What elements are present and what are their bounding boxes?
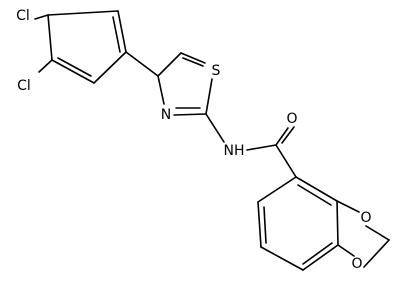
bond <box>297 184 332 206</box>
chlorine-middle-label: Cl <box>17 78 31 94</box>
bond <box>302 242 333 265</box>
bond <box>275 144 297 178</box>
sulfur-label: S <box>212 63 221 79</box>
dioxole-oxygen-top-label: O <box>360 210 371 226</box>
bond <box>275 127 289 146</box>
bond <box>363 239 390 268</box>
bond <box>117 10 127 53</box>
bond <box>263 206 267 244</box>
bond <box>281 126 295 144</box>
bond <box>157 75 165 105</box>
bond <box>336 200 360 213</box>
bond <box>47 14 53 61</box>
thiazole-ring-bonds <box>157 52 225 143</box>
bond <box>182 57 204 67</box>
bond <box>180 52 206 64</box>
bond <box>51 59 95 84</box>
bond <box>38 59 53 73</box>
amide-and-benzodioxole-bonds <box>246 126 390 271</box>
chlorine-top-label: Cl <box>16 8 30 24</box>
bond <box>34 14 49 20</box>
atom-labels: Cl Cl S N NH O O O <box>16 8 371 272</box>
bond <box>257 201 262 248</box>
bond <box>205 78 213 115</box>
bond <box>246 144 277 151</box>
bond <box>93 51 127 84</box>
bond <box>336 200 339 246</box>
bond <box>302 244 339 271</box>
amide-nitrogen-label: NH <box>224 143 245 159</box>
bond <box>365 225 390 241</box>
dioxole-oxygen-bottom-label: O <box>351 256 362 272</box>
bond <box>125 51 159 77</box>
bond <box>57 57 92 77</box>
bond <box>112 16 121 53</box>
bond <box>47 10 119 16</box>
bond <box>173 113 207 116</box>
ring-nitrogen-label: N <box>161 107 171 123</box>
carbonyl-oxygen-label: O <box>286 111 297 127</box>
dichlorophenyl-ring-bonds <box>34 10 159 84</box>
bond <box>157 52 182 77</box>
bond <box>257 176 297 203</box>
bond <box>205 113 225 143</box>
bond <box>337 244 355 257</box>
bond <box>260 246 304 271</box>
bond <box>295 176 338 202</box>
